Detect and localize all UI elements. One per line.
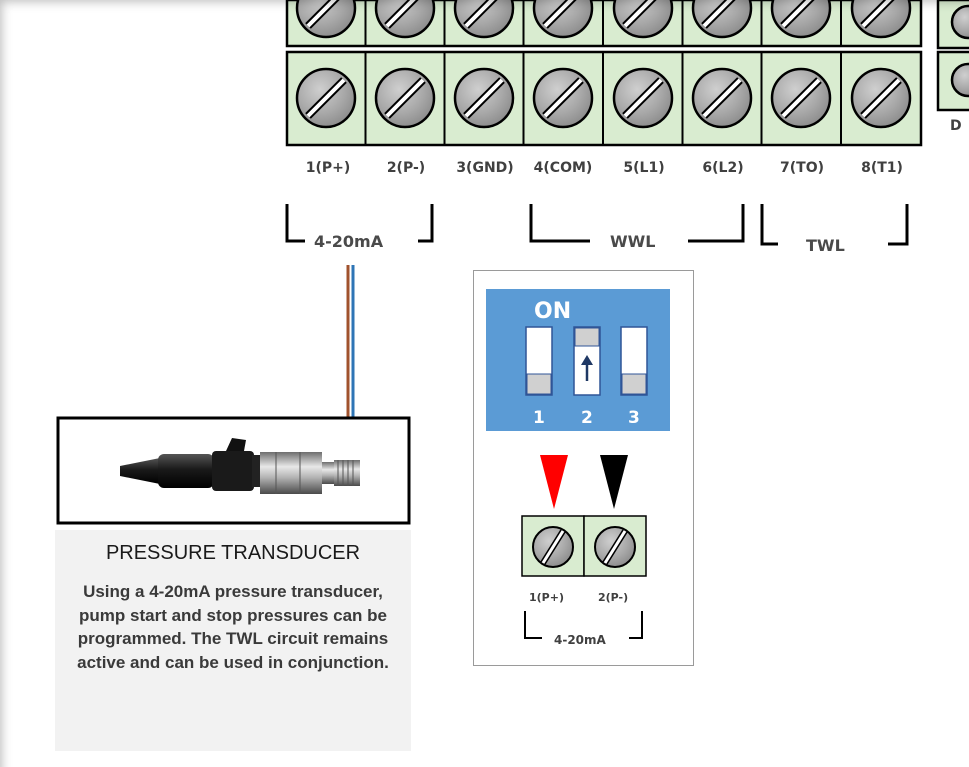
terminal-label-5: 5(L1)	[623, 160, 665, 176]
terminal-label-partial: D	[950, 118, 962, 134]
terminal-label-2: 2(P-)	[386, 160, 426, 176]
mini-bracket-label: 4-20mA	[554, 633, 607, 647]
terminal-label-3: 3(GND)	[456, 160, 514, 176]
screw-icon	[374, 0, 436, 39]
dip-on-label: ON	[534, 299, 571, 324]
caption-panel: PRESSURE TRANSDUCER Using a 4-20mA press…	[55, 530, 411, 751]
screw-icon	[453, 0, 515, 39]
red-arrow-icon	[540, 455, 568, 509]
bracket-4-20ma	[285, 204, 434, 243]
screw-icon	[691, 0, 753, 39]
transducer-wires	[346, 265, 355, 418]
screw-icon	[850, 67, 912, 129]
bracket-twl	[760, 204, 909, 246]
dip-number-3: 3	[628, 408, 640, 428]
bracket-wwl	[529, 204, 745, 243]
dip-switch-panel: ON 1 2 3	[473, 270, 694, 666]
terminal-label-7: 7(TO)	[780, 160, 824, 176]
screw-icon	[532, 0, 594, 39]
screw-icon	[770, 0, 832, 39]
caption-title: PRESSURE TRANSDUCER	[105, 542, 361, 564]
caption-body: Using a 4-20mA pressure transducer, pump…	[77, 582, 389, 672]
terminal-block-right-partial	[936, 0, 969, 112]
screw-icon	[453, 67, 515, 129]
dip-switch-2[interactable]	[573, 326, 601, 396]
terminal-label-6: 6(L2)	[702, 160, 744, 176]
terminal-block-main-row	[285, 0, 923, 147]
transducer-image	[56, 416, 411, 525]
mini-bracket	[524, 611, 643, 639]
terminal-label-1: 1(P+)	[305, 160, 351, 176]
dip-switch-graphic: ON 1 2 3	[486, 289, 670, 647]
mini-terminal-label-2: 2(P-)	[598, 591, 628, 604]
screw-icon	[770, 67, 832, 129]
bracket-label-twl: TWL	[800, 236, 851, 255]
screw-icon	[295, 67, 357, 129]
bracket-label-4-20ma: 4-20mA	[308, 232, 390, 251]
dip-number-1: 1	[533, 408, 545, 428]
screw-icon	[850, 0, 912, 39]
terminal-label-8: 8(T1)	[861, 160, 903, 176]
screw-icon	[374, 67, 436, 129]
mini-terminal-block	[521, 515, 647, 577]
screw-icon	[691, 67, 753, 129]
terminal-label-4: 4(COM)	[533, 160, 593, 176]
dip-switch-1[interactable]	[525, 326, 553, 396]
bracket-label-wwl: WWL	[604, 232, 662, 251]
dip-switch-3[interactable]	[620, 326, 648, 396]
screw-icon	[295, 0, 357, 39]
black-arrow-icon	[600, 455, 628, 509]
dip-number-2: 2	[581, 408, 593, 428]
screw-icon	[612, 67, 674, 129]
mini-terminal-label-1: 1(P+)	[529, 591, 564, 604]
screw-icon	[612, 0, 674, 39]
screw-icon	[532, 67, 594, 129]
